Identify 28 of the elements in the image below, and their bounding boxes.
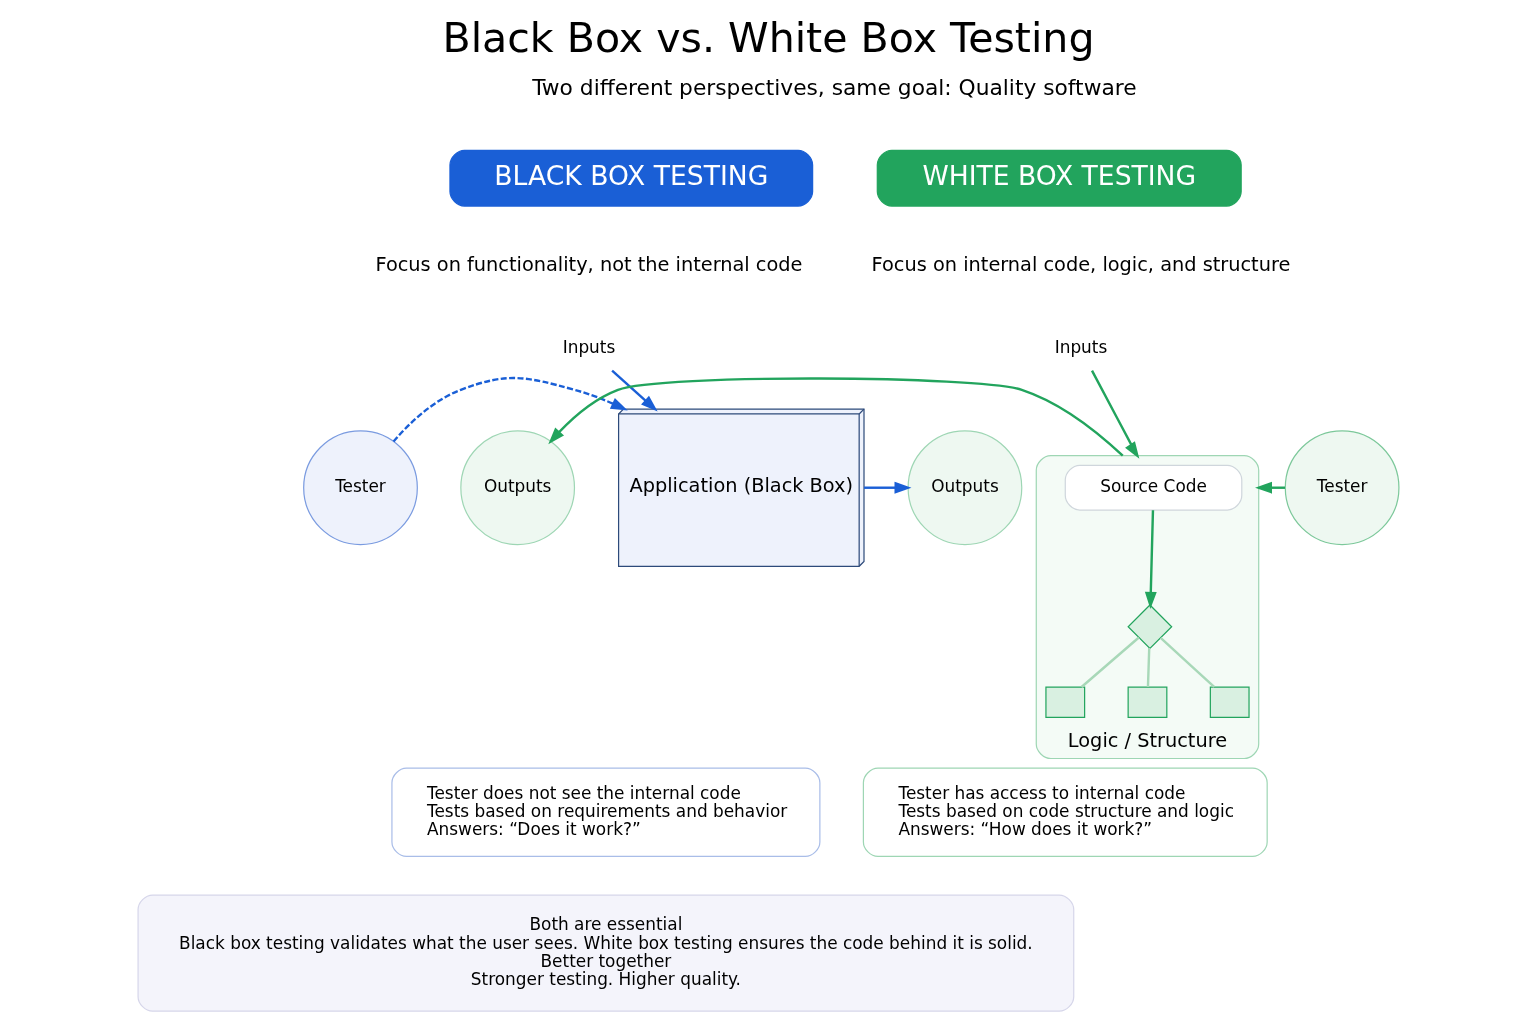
node-box: [1209, 686, 1250, 718]
node-circle: Outputs: [907, 429, 1022, 545]
node-box: Both are essential Black box testing validates what the user sees. White box testing ensures the code behind it is solid. Better together Stronger testing. Higher quality.: [136, 894, 1074, 1012]
node-box: [1044, 686, 1085, 718]
node-diamond: [1126, 603, 1172, 649]
node-box: Tester has access to internal code Tests based on code structure and logic Answers: “How does it work?”: [862, 767, 1268, 857]
arrow: [547, 376, 1124, 457]
node-text: Inputs: [1054, 336, 1107, 357]
arrow: [610, 369, 658, 411]
arrow: [863, 481, 911, 494]
arrow: [392, 376, 628, 442]
node-box: [1127, 686, 1167, 718]
node-circle: Tester: [1284, 429, 1400, 545]
connector: [1146, 647, 1150, 687]
label: Focus on internal code, logic, and structure: [871, 252, 1290, 276]
node-text: Inputs: [562, 336, 615, 357]
node-circle: Tester: [302, 429, 418, 545]
node-box: WHITE BOX TESTING: [876, 149, 1242, 207]
arrow: [1090, 369, 1139, 459]
arrow: [1144, 509, 1157, 609]
connector: [1080, 636, 1140, 688]
node-box: Tester does not see the internal code Tests based on requirements and behavior Answers: “Does it work?”: [390, 767, 820, 857]
connector: [1159, 636, 1215, 688]
diagram-title: Black Box vs. White Box Testing: [441, 13, 1095, 62]
label: Two different perspectives, same goal: Quality software: [531, 74, 1137, 100]
node-box: BLACK BOX TESTING: [448, 149, 813, 207]
label: Focus on functionality, not the internal code: [374, 252, 802, 276]
node-box: Source Code: [1064, 464, 1242, 511]
